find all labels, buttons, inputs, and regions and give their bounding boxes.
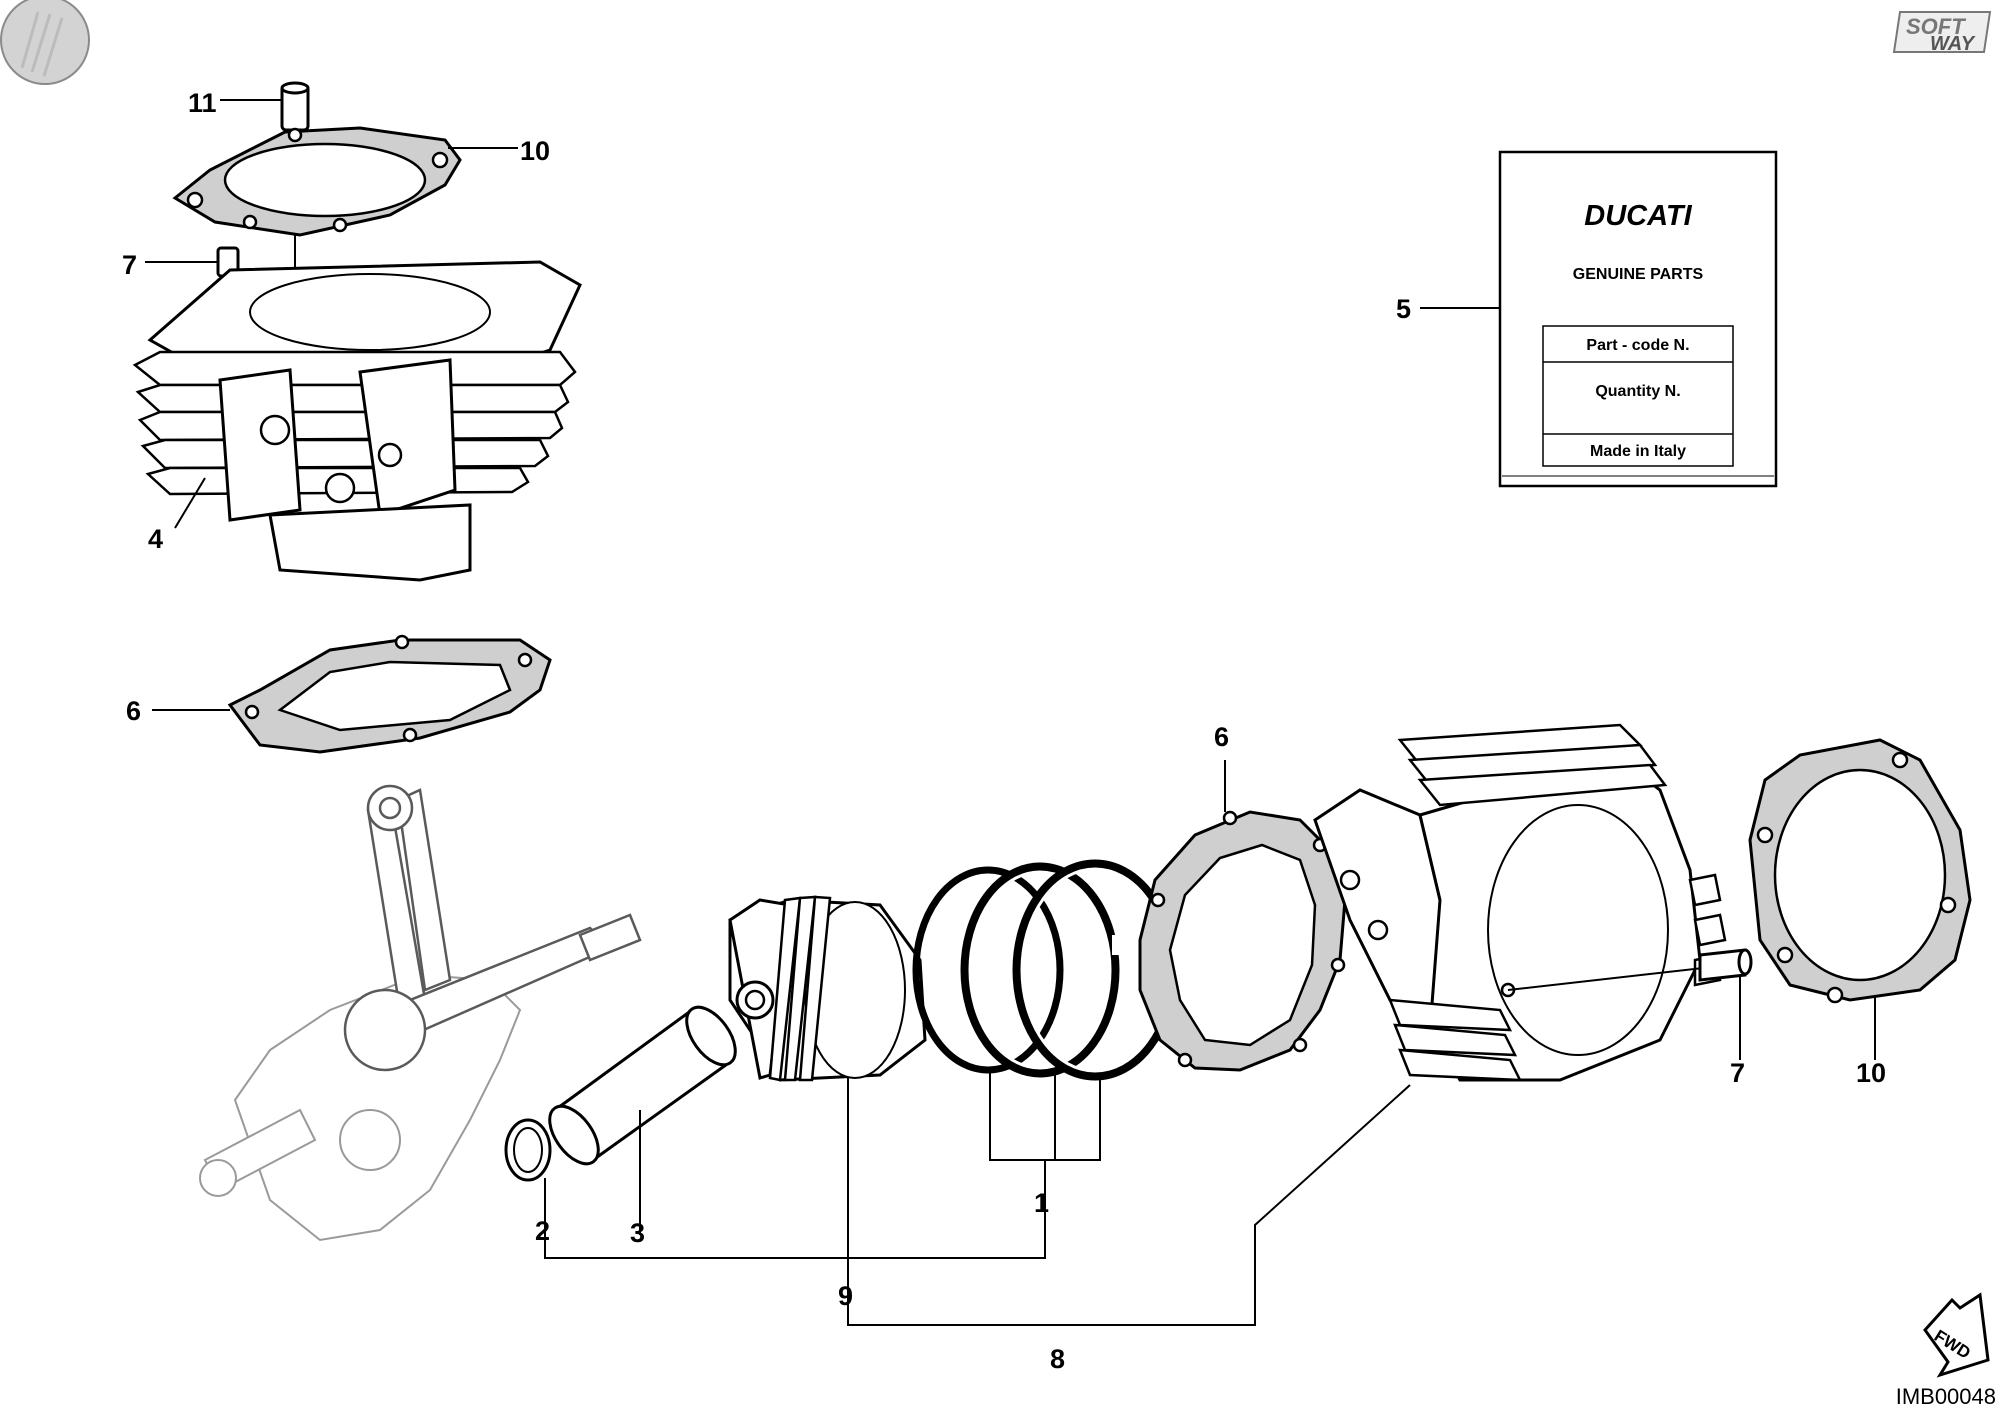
callout-10-right: 10 [1856,1058,1886,1088]
dowel-7-right [1698,948,1753,1060]
callout-7-right: 7 [1730,1058,1745,1088]
cylinder-4 [132,260,582,582]
callout-4: 4 [148,524,163,554]
bracket-2-3-1 [544,1225,1046,1259]
callout-5: 5 [1396,294,1411,324]
label-row-quantity: Quantity N. [1595,383,1680,400]
callout-2: 2 [535,1216,550,1246]
grey-disc-icon [0,0,90,85]
label-row-origin: Made in Italy [1590,443,1686,460]
genuine-parts-label: DUCATI GENUINE PARTS Part - code N. Quan… [1420,150,1778,488]
logo-text-line2: WAY [1930,33,1976,55]
callout-11: 11 [188,88,217,118]
label-brand: DUCATI [1584,200,1692,232]
softway-logo: SOFT WAY [1892,11,1992,55]
head-gasket-top-10 [172,126,462,237]
callout-7-top: 7 [122,250,137,280]
callout-9: 9 [838,1281,853,1311]
cylinder-8 [847,723,1731,1326]
logo-text-line1: SOFT [1906,14,1966,39]
callout-8: 8 [1050,1344,1065,1374]
crankshaft-assembly [199,784,642,1242]
base-gasket-right-6 [1138,760,1347,1072]
callout-6-left: 6 [126,696,141,726]
callout-1: 1 [1034,1188,1049,1218]
label-subtitle: GENUINE PARTS [1573,266,1704,283]
piston-pin-3 [548,1005,737,1235]
base-gasket-left-6 [227,634,552,754]
callout-3: 3 [630,1218,645,1248]
callout-10-top: 10 [520,136,550,166]
callout-6-right: 6 [1214,722,1229,752]
fwd-arrow-icon: FWD [1923,1292,1990,1378]
piston-rings-1 [912,859,1178,1225]
circlip-2 [504,1118,552,1225]
head-gasket-right-10 [1748,738,1972,1060]
image-code: IMB00048 [1896,1384,1996,1409]
label-row-part-code: Part - code N. [1586,337,1689,354]
piston-9 [728,895,927,1300]
